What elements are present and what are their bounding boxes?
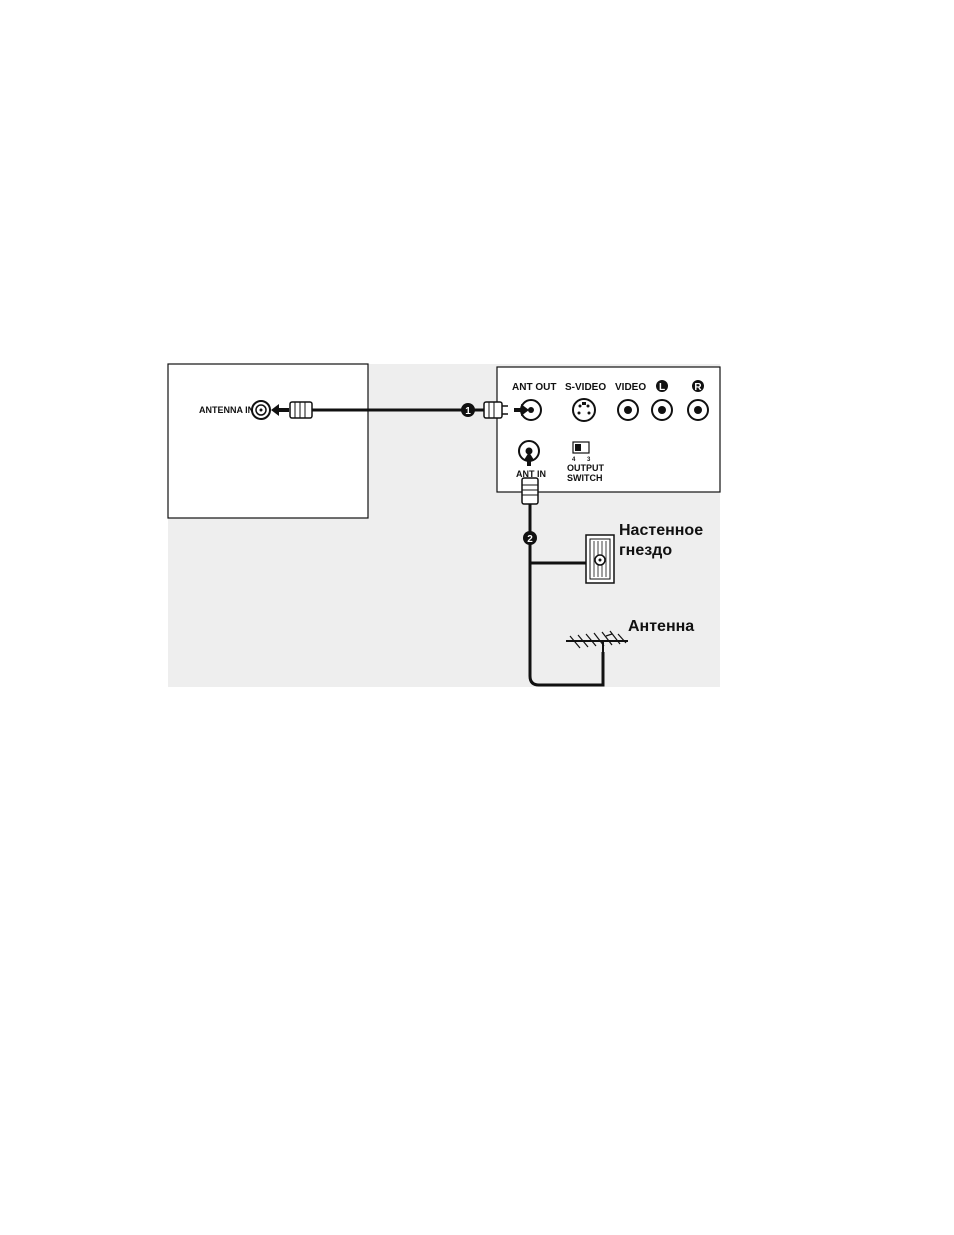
tv-cable-plug: [290, 402, 312, 418]
tv-antenna-in-label: ANTENNA IN: [199, 405, 254, 415]
antenna-label: Антенна: [628, 618, 694, 635]
svg-text:R: R: [694, 382, 702, 393]
video-label: VIDEO: [615, 382, 646, 393]
wall-socket-label-line2: гнездо: [619, 542, 672, 559]
output-switch-label-line2: SWITCH: [567, 473, 603, 483]
ant-out-label: ANT OUT: [512, 382, 556, 393]
s-video-label: S-VIDEO: [565, 382, 606, 393]
video-jack: [618, 400, 638, 420]
output-switch: [573, 442, 589, 453]
output-switch-label-line1: OUTPUT: [567, 463, 605, 473]
ant-in-cable-plug: [522, 478, 538, 504]
tv-antenna-in-jack: [252, 401, 270, 419]
wall-socket: [586, 535, 614, 583]
wall-socket-label-line1: Настенное: [619, 522, 703, 539]
svg-text:L: L: [659, 382, 665, 393]
audio-left-jack: [652, 400, 672, 420]
step-1-badge: 1: [461, 403, 475, 417]
svg-text:2: 2: [527, 534, 533, 545]
step-2-badge: 2: [523, 531, 537, 545]
audio-right-jack: [688, 400, 708, 420]
s-video-jack: [573, 399, 595, 421]
tv-panel: ANTENNA IN: [168, 364, 368, 518]
svg-text:1: 1: [465, 406, 471, 417]
device-rear-panel: ANT OUT S-VIDEO VIDEO L R: [484, 367, 720, 492]
